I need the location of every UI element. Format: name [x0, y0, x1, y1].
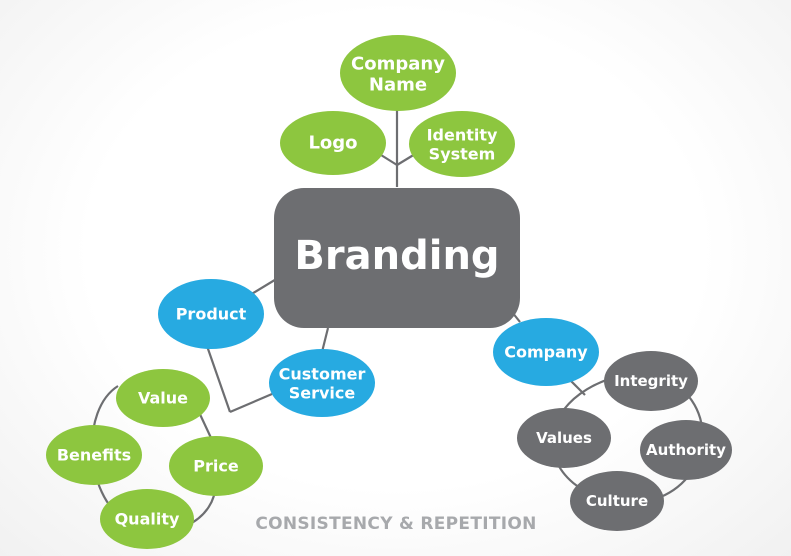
node-customer-service-shape: [269, 349, 375, 417]
node-integrity: Integrity: [604, 351, 698, 411]
node-company-shape: [493, 318, 599, 386]
node-culture-label: Culture: [586, 492, 648, 510]
node-product-shape: [158, 279, 264, 349]
node-value: Value: [116, 369, 210, 427]
node-company-label: Company: [504, 343, 588, 362]
node-company-name-shape: [340, 35, 456, 111]
node-company-name-line1: Company: [351, 54, 445, 75]
node-product-label: Product: [176, 305, 247, 324]
center-node-box: [274, 188, 520, 328]
node-authority: Authority: [640, 420, 732, 480]
node-value-shape: [116, 369, 210, 427]
node-benefits: Benefits: [46, 425, 142, 485]
node-customer-service: Customer Service: [269, 349, 375, 417]
node-identity-system-shape: [409, 111, 515, 177]
node-integrity-shape: [604, 351, 698, 411]
node-quality-label: Quality: [115, 510, 180, 529]
node-company: Company: [493, 318, 599, 386]
node-values-shape: [517, 408, 611, 468]
node-identity-system: Identity System: [409, 111, 515, 177]
node-quality-shape: [100, 489, 194, 549]
node-company-name-line2: Name: [369, 75, 427, 96]
connector-product-hub: [205, 345, 232, 413]
node-logo: Logo: [280, 111, 386, 175]
node-identity-system-line2: System: [429, 145, 496, 164]
node-integrity-label: Integrity: [614, 372, 688, 390]
node-company-name: Company Name: [340, 35, 456, 111]
node-benefits-label: Benefits: [57, 446, 131, 465]
node-value-label: Value: [138, 389, 188, 408]
center-node-branding: Branding: [274, 188, 520, 328]
node-product: Product: [158, 279, 264, 349]
node-values: Values: [517, 408, 611, 468]
node-price-shape: [169, 436, 263, 496]
footer-caption: CONSISTENCY & REPETITION: [255, 514, 536, 534]
node-price: Price: [169, 436, 263, 496]
node-logo-shape: [280, 111, 386, 175]
node-customer-service-line1: Customer: [279, 365, 366, 384]
node-culture-shape: [570, 471, 664, 531]
node-logo-label: Logo: [308, 133, 357, 154]
connector-customer-service-hub: [229, 392, 273, 414]
node-authority-shape: [640, 420, 732, 480]
connector-branding-customer-service: [320, 327, 330, 353]
node-customer-service-line2: Service: [289, 384, 356, 403]
node-values-label: Values: [536, 429, 592, 447]
node-identity-system-line1: Identity: [427, 126, 498, 145]
node-price-label: Price: [193, 457, 239, 476]
center-node-label: Branding: [294, 233, 499, 279]
node-culture: Culture: [570, 471, 664, 531]
node-quality: Quality: [100, 489, 194, 549]
node-authority-label: Authority: [646, 441, 726, 459]
node-benefits-shape: [46, 425, 142, 485]
